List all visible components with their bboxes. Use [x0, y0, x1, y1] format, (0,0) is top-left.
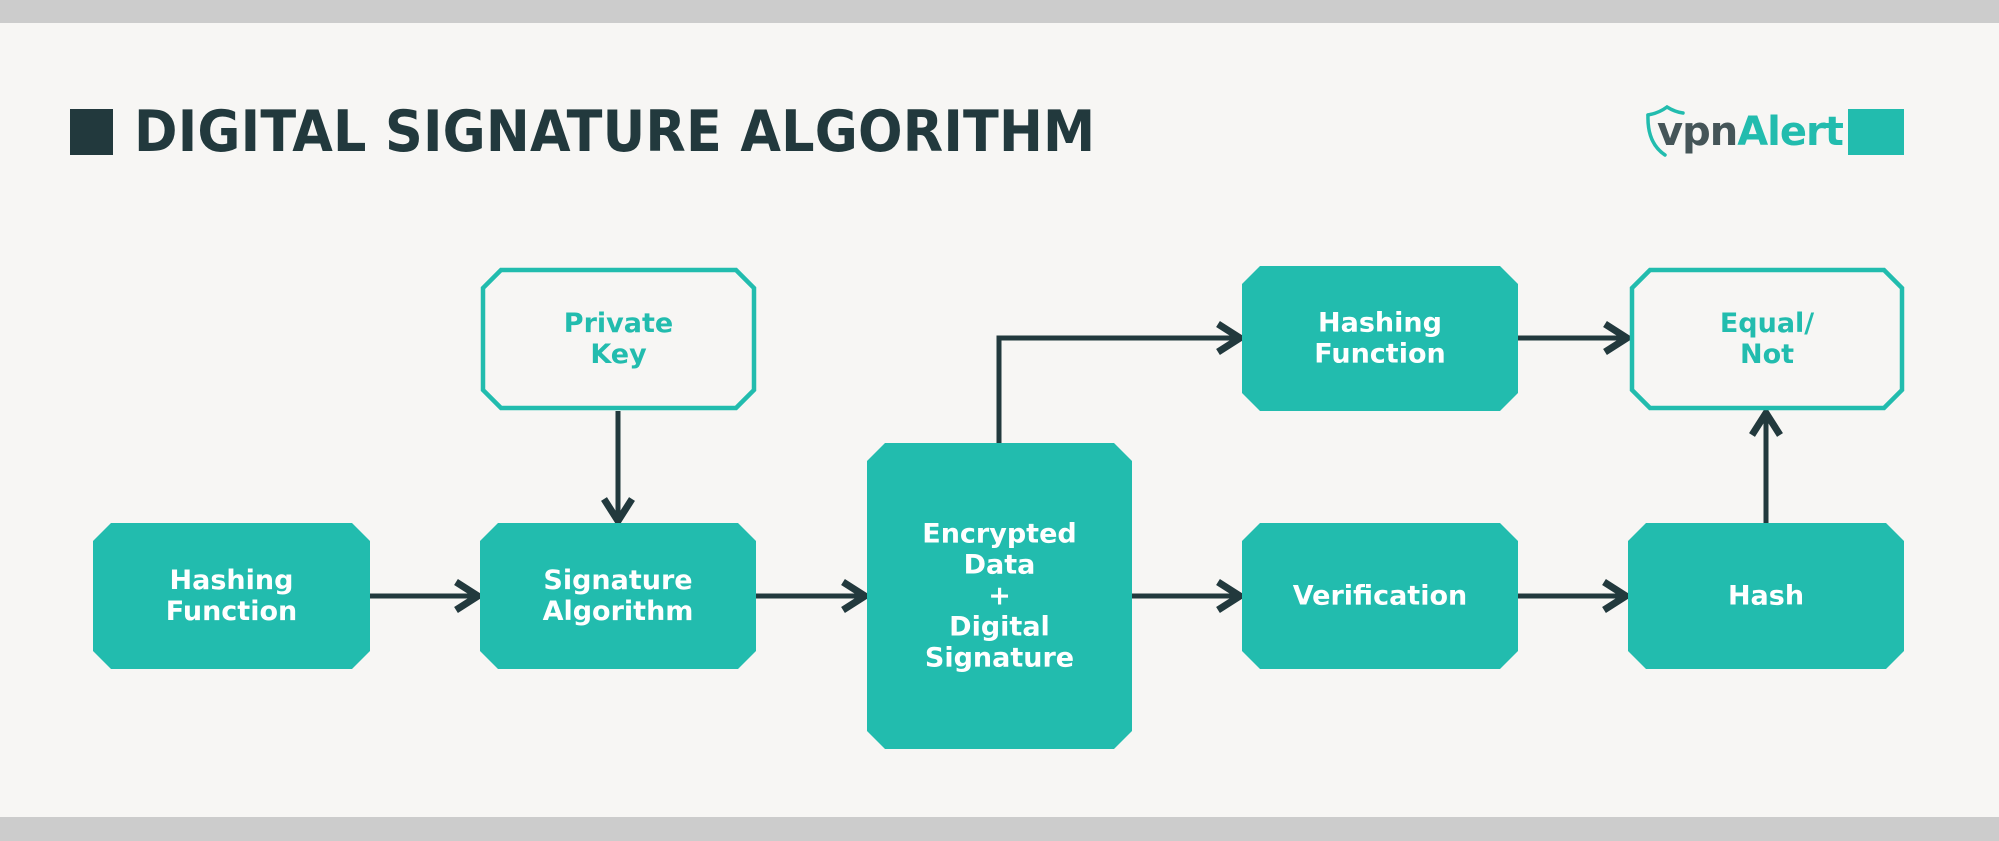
node-verification: Verification: [1242, 523, 1518, 669]
node-label-line: Private: [564, 308, 673, 339]
node-shape: [1242, 523, 1518, 669]
vpnalert-logo: vpnAlert: [1645, 105, 1844, 161]
node-label-line: Hashing: [170, 565, 294, 596]
arrowhead-icon: [601, 497, 635, 528]
edge-hash-to-equal-not: [1749, 406, 1783, 523]
edge-hashing-function-1-to-signature-algorithm: [370, 579, 485, 613]
node-label-line: Function: [1314, 339, 1445, 370]
node-label-line: Equal/: [1720, 308, 1814, 339]
arrowhead-icon: [1602, 579, 1633, 613]
shield-icon: [1646, 105, 1685, 157]
square-accent-icon: [1848, 109, 1904, 155]
connector-line: [996, 335, 1234, 443]
arrowhead-icon: [1603, 321, 1634, 355]
arrowhead-icon: [454, 579, 485, 613]
node-label-line: Digital: [949, 612, 1050, 643]
node-label-line: Signature: [543, 565, 692, 596]
edge-encrypted-data-signature-to-hashing-function-2: [996, 321, 1247, 443]
page-title: DIGITAL SIGNATURE ALGORITHM: [134, 99, 1096, 165]
logo-text-vpn: vpn: [1657, 109, 1738, 155]
node-label-line: Algorithm: [543, 596, 694, 627]
edge-encrypted-data-signature-to-verification: [1132, 579, 1247, 613]
arrowhead-icon: [1216, 579, 1247, 613]
node-equal-not: Equal/Not: [1629, 267, 1905, 411]
logo-wordmark: vpnAlert: [1657, 107, 1844, 157]
edge-hashing-function-2-to-equal-not: [1518, 321, 1634, 355]
node-label-line: Hash: [1728, 581, 1804, 612]
square-marker-icon: [70, 109, 113, 155]
top-frame-bar: [0, 0, 1999, 23]
node-shape: [480, 523, 756, 669]
node-label-line: Verification: [1293, 581, 1467, 612]
edges-layer: [370, 321, 1783, 613]
node-shape: [93, 523, 370, 669]
logo-text-alert: Alert: [1737, 109, 1844, 155]
edge-verification-to-hash: [1518, 579, 1633, 613]
node-shape: [480, 267, 757, 411]
node-label-line: Data: [964, 550, 1036, 581]
node-shape: [1242, 266, 1518, 411]
arrowhead-icon: [841, 579, 872, 613]
node-label-line: Signature: [925, 643, 1074, 674]
node-label-line: Hashing: [1318, 308, 1442, 339]
node-label-line: Encrypted: [922, 519, 1076, 550]
node-label-line: Not: [1740, 339, 1794, 370]
arrowhead-icon: [1216, 321, 1247, 355]
node-shape: [867, 443, 1132, 749]
nodes-layer: HashingFunctionPrivateKeySignatureAlgori…: [93, 266, 1905, 749]
bottom-frame-bar: [0, 817, 1999, 841]
edge-signature-algorithm-to-encrypted-data-signature: [756, 579, 872, 613]
node-label-line: +: [988, 581, 1011, 612]
node-shape: [1628, 523, 1904, 669]
node-label-line: Key: [590, 339, 647, 370]
node-shape: [1629, 267, 1905, 411]
arrowhead-icon: [1749, 406, 1783, 437]
node-label-line: Function: [166, 596, 297, 627]
edge-private-key-to-signature-algorithm: [601, 411, 635, 528]
node-hash: Hash: [1628, 523, 1904, 669]
